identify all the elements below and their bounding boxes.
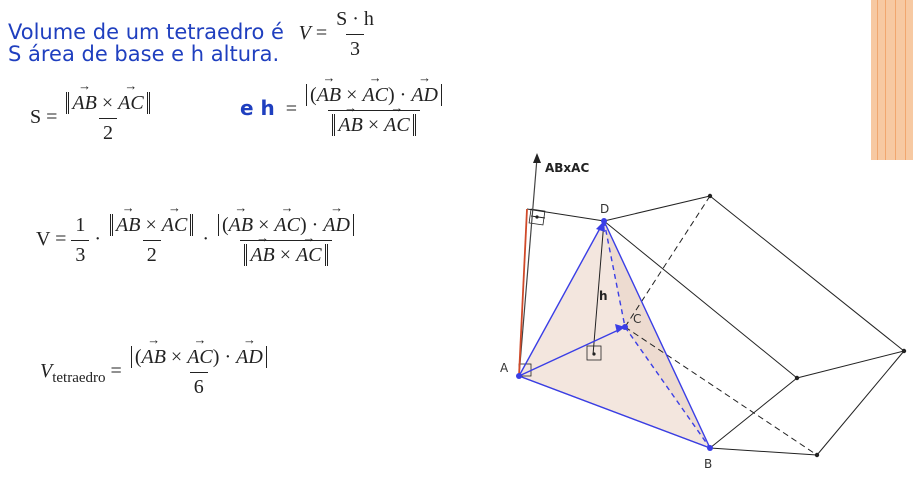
one-third: 1 3 (71, 214, 90, 267)
vertex-b-label: B (704, 457, 712, 471)
s-formula: S = AB × AC 2 (30, 92, 154, 145)
h-fraction: (AB × AC) · AD AB × AC (302, 84, 446, 137)
vertex-c-label: C (633, 312, 641, 326)
two: 2 (142, 240, 161, 267)
prism-vertices (707, 193, 907, 458)
vec-ac: AC (362, 84, 388, 107)
ad-arrowhead (596, 221, 605, 232)
s-fraction: AB × AC 2 (62, 92, 153, 145)
times-sign: × (170, 346, 183, 368)
dot-sign: · (399, 84, 407, 106)
and-h-label: e h (240, 96, 275, 121)
s-label: S = (30, 106, 58, 129)
three: 3 (71, 240, 90, 267)
times-sign: × (346, 84, 358, 106)
vertex-a-label: A (500, 361, 509, 375)
v-s-fraction: AB × AC 2 (106, 214, 197, 267)
formula-fraction: S · h 3 (332, 8, 378, 61)
heading-line-1: Volume de um tetraedro é V = S · h 3 (8, 8, 378, 61)
vec-ac: AC (162, 214, 188, 237)
dot-sign: · (224, 346, 232, 368)
formula-v: V (298, 22, 311, 45)
times-sign: × (145, 214, 157, 236)
h-equals: = (285, 98, 298, 121)
six: 6 (189, 372, 208, 399)
s-denominator: 2 (99, 118, 118, 145)
tetra-edges (518, 220, 711, 449)
tetra-face-fill (519, 221, 710, 448)
vec-ac: AC (296, 244, 322, 267)
v-label: V = (36, 228, 67, 251)
normal-arrowhead (533, 153, 541, 163)
formula-numerator: S · h (336, 8, 374, 30)
vec-ab: AB (141, 346, 165, 369)
vec-ac: AC (274, 214, 300, 237)
normal-vector (518, 157, 538, 377)
tetra-vertices (516, 218, 713, 451)
equals: = (110, 360, 122, 383)
height-label: h (599, 289, 608, 303)
times-sign: × (258, 214, 270, 236)
formula-denominator: 3 (345, 34, 364, 61)
dot-sign: · (202, 228, 209, 251)
one: 1 (75, 214, 86, 236)
times-sign: × (279, 244, 292, 266)
dot-sign: · (311, 214, 319, 236)
heading-formula: V = S · h 3 (298, 8, 378, 60)
vec-ad: AD (323, 214, 350, 237)
heading-text-1: Volume de um tetraedro é (8, 20, 284, 45)
vec-ac: AC (187, 346, 213, 369)
vec-ab: AB (250, 244, 274, 267)
vec-ab: AB (338, 114, 362, 137)
vec-ab: AB (229, 214, 253, 237)
normal-label: ABxAC (545, 161, 589, 175)
h-formula: e h = (AB × AC) · AD AB × AC (240, 84, 446, 137)
vec-ab: AB (72, 92, 96, 115)
v-tetra-formula: Vtetraedro = (AB × AC) · AD 6 (40, 346, 271, 399)
vec-ad: AD (236, 346, 263, 369)
vt-fraction: (AB × AC) · AD 6 (127, 346, 271, 399)
vertex-d-label: D (600, 202, 609, 216)
normal-vector-red (518, 208, 528, 377)
times-sign: × (101, 92, 114, 114)
decorative-side-bar (871, 0, 913, 160)
v-h-fraction: (AB × AC) · AD AB × AC (214, 214, 358, 267)
vec-ab: AB (116, 214, 140, 237)
vt-subscript: tetraedro (52, 370, 106, 387)
v-formula: V = 1 3 · AB × AC 2 · (AB × AC) · AD AB … (36, 214, 358, 267)
times-sign: × (367, 114, 380, 136)
vec-ad: AD (411, 84, 438, 107)
vec-ac: AC (384, 114, 410, 137)
vec-ac: AC (118, 92, 144, 115)
heading-line-2: S área de base e h altura. (8, 42, 280, 66)
vec-ab: AB (317, 84, 341, 107)
vt-label: V (40, 360, 53, 383)
dot-sign: · (94, 228, 102, 251)
